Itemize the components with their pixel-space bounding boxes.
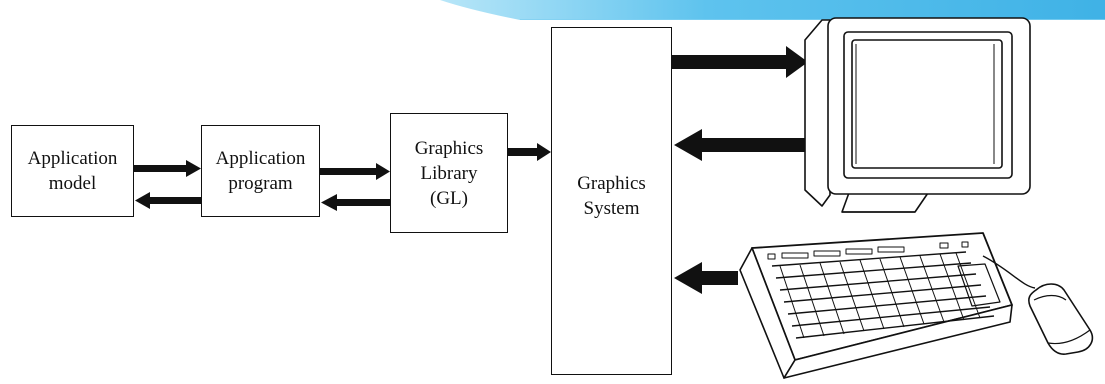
mouse-icon: [1028, 283, 1094, 355]
graphics-system-box: Graphics System: [551, 27, 672, 375]
graphics-library-line-3: (GL): [430, 187, 468, 209]
application-program-line-1: Application: [215, 148, 306, 169]
header-accent-band: [440, 0, 1105, 20]
arrow-library-to-system: [508, 143, 551, 161]
application-program-box: Application program: [201, 125, 320, 217]
arrow-keyboard-to-system: [674, 262, 738, 294]
application-program-line-2: program: [228, 173, 293, 194]
keyboard-icon: [739, 232, 1036, 379]
monitor-icon: [804, 17, 1031, 213]
arrow-program-to-library: [320, 163, 390, 180]
graphics-system-line-2: System: [583, 198, 640, 219]
arrow-model-to-program: [134, 160, 201, 177]
graphics-system-line-1: Graphics: [577, 173, 646, 194]
arrow-library-to-program: [321, 194, 390, 211]
graphics-library-box: Graphics Library (GL): [390, 113, 508, 233]
arrow-system-to-monitor: [672, 46, 808, 78]
application-model-box: Application model: [11, 125, 134, 217]
application-model-line-2: model: [48, 173, 97, 194]
arrow-monitor-to-system: [674, 129, 808, 161]
graphics-library-line-1: Graphics: [414, 137, 484, 159]
arrow-program-to-model: [135, 192, 201, 209]
graphics-library-line-2: Library: [420, 162, 478, 184]
application-model-line-1: Application: [27, 148, 118, 169]
